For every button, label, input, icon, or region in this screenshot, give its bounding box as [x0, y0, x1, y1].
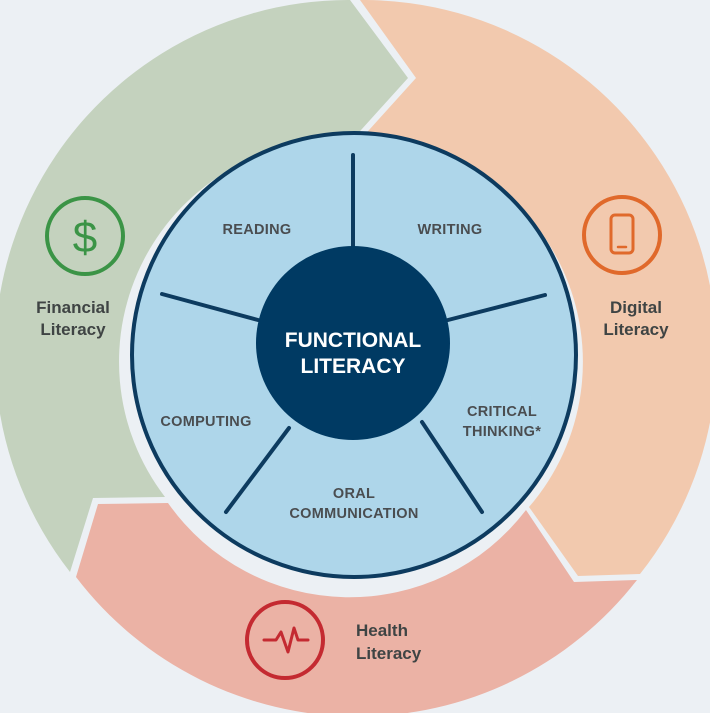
divider-left	[160, 292, 260, 322]
segment-reading: READING	[223, 222, 292, 238]
digital-literacy-label-line2: Literacy	[603, 320, 669, 339]
divider-lower-left	[224, 426, 291, 514]
health-literacy-band	[76, 503, 637, 713]
divider-right	[446, 293, 547, 322]
digital-literacy-band	[360, 0, 710, 576]
segment-writing: WRITING	[418, 222, 483, 238]
segment-critical-thinking-line2: THINKING*	[463, 424, 541, 440]
segment-critical-thinking-line1: CRITICAL	[467, 404, 537, 420]
financial-literacy-label-line1: Financial	[36, 298, 110, 317]
financial-literacy-band	[0, 0, 408, 572]
segment-oral-communication-line1: ORAL	[333, 486, 375, 502]
health-literacy-group: Health Literacy	[245, 600, 422, 680]
digital-literacy-label-line1: Digital	[610, 298, 662, 317]
skill-dividers	[160, 153, 547, 514]
segment-oral-communication-line2: COMMUNICATION	[289, 506, 418, 522]
svg-text:$: $	[73, 213, 97, 262]
heartbeat-icon	[245, 600, 325, 680]
dollar-icon: $	[45, 196, 125, 276]
phone-icon	[582, 195, 662, 275]
segment-computing: COMPUTING	[160, 414, 251, 430]
center-title-line1: FUNCTIONAL	[285, 329, 422, 352]
divider-lower-right	[420, 420, 484, 514]
financial-literacy-group: $ Financial Literacy	[36, 196, 125, 339]
health-literacy-label-line2: Literacy	[356, 644, 422, 663]
digital-literacy-group: Digital Literacy	[582, 195, 669, 339]
center-circle	[256, 246, 450, 440]
center-title-line2: LITERACY	[301, 355, 406, 378]
financial-literacy-label-line2: Literacy	[40, 320, 106, 339]
health-literacy-label-line1: Health	[356, 621, 408, 640]
